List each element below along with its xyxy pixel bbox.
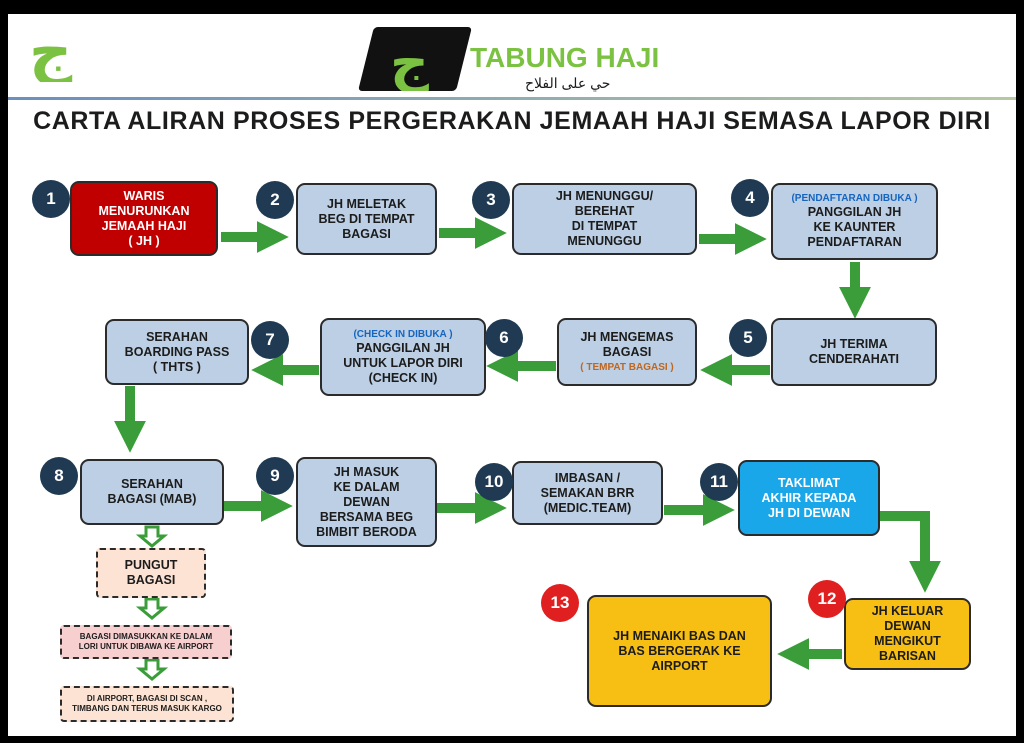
step-10-line-3: (MEDIC.TEAM) [543, 500, 632, 515]
step-9-line-3: DEWAN [343, 494, 390, 509]
baggage-step-lori: BAGASI DIMASUKKAN KE DALAM LORI UNTUK DI… [60, 625, 232, 659]
step-9-badge: 9 [258, 459, 292, 493]
step-2-line-2: BEG DI TEMPAT [318, 211, 415, 226]
baggage-step-pungut-line-1: PUNGUT [124, 558, 178, 572]
step-2-line-3: BAGASI [342, 226, 391, 241]
step-5-badge: 5 [731, 321, 765, 355]
step-2-line-1: JH MELETAK [327, 196, 406, 211]
step-10-box: IMBASAN / SEMAKAN BRR (MEDIC.TEAM) [512, 461, 663, 525]
step-1-box: WARIS MENURUNKAN JEMAAH HAJI ( JH ) [70, 181, 218, 256]
step-12-line-4: BARISAN [879, 649, 936, 663]
step-2-box: JH MELETAK BEG DI TEMPAT BAGASI [296, 183, 437, 255]
step-11-line-2: AKHIR KEPADA [761, 490, 857, 505]
header-divider [8, 97, 1016, 100]
logo-glyph: ج [29, 20, 73, 82]
step-11-line-1: TAKLIMAT [777, 475, 841, 490]
step-12-badge: 12 [810, 582, 844, 616]
baggage-step-lori-line-2: LORI UNTUK DIBAWA KE AIRPORT [78, 642, 214, 651]
step-7b-line-3: ( THTS ) [153, 359, 201, 374]
page-title: CARTA ALIRAN PROSES PERGERAKAN JEMAAH HA… [33, 107, 991, 135]
step-1-line-1: WARIS [123, 188, 165, 203]
tabung-haji-logo-glyph-icon: ج [390, 31, 429, 91]
baggage-step-airport-line-1: DI AIRPORT, BAGASI DI SCAN , [86, 694, 208, 703]
step-9-line-5: BIMBIT BERODA [316, 524, 417, 539]
step-9-box: JH MASUK KE DALAM DEWAN BERSAMA BEG BIMB… [296, 457, 437, 547]
step-7-line-3: (CHECK IN) [368, 370, 438, 385]
step-7-badge: 7 [253, 323, 287, 357]
step-3-badge: 3 [474, 183, 508, 217]
step-7b-line-1: SERAHAN [146, 329, 208, 344]
step-8-line-2: BAGASI (MAB) [107, 492, 197, 506]
step-3-line-3: DI TEMPAT [571, 219, 638, 233]
step-13-line-1: JH MENAIKI BAS DAN [613, 628, 746, 643]
step-10-line-2: SEMAKAN BRR [540, 485, 635, 500]
step-1-line-3: JEMAAH HAJI [101, 218, 187, 233]
tabung-haji-small-logo-icon: ج [29, 20, 73, 82]
step-4-note: (PENDAFTARAN DIBUKA ) [791, 193, 918, 204]
step-4-line-2: KE KAUNTER [813, 220, 896, 234]
step-5-line-2: CENDERAHATI [808, 352, 900, 366]
baggage-step-lori-line-1: BAGASI DIMASUKKAN KE DALAM [79, 632, 213, 641]
step-8-line-1: SERAHAN [121, 477, 183, 491]
baggage-step-airport: DI AIRPORT, BAGASI DI SCAN , TIMBANG DAN… [60, 686, 234, 722]
step-4-badge: 4 [733, 181, 767, 215]
step-4-line-1: PANGGILAN JH [807, 205, 902, 219]
step-11-line-3: JH DI DEWAN [768, 505, 850, 520]
step-9-line-1: JH MASUK [333, 464, 400, 479]
step-7-box: (CHECK IN DIBUKA ) PANGGILAN JH UNTUK LA… [320, 318, 486, 396]
step-3-line-2: BEREHAT [574, 204, 635, 218]
step-9-line-4: BERSAMA BEG [319, 509, 414, 524]
logo-glyph-main: ج [390, 31, 429, 91]
step-11-badge: 11 [702, 465, 736, 499]
step-9-line-2: KE DALAM [333, 479, 400, 494]
brand-arabic-tagline: حي على الفلاح [525, 75, 611, 91]
step-12-box: JH KELUAR DEWAN MENGIKUT BARISAN [844, 598, 971, 670]
step-7-line-1: PANGGILAN JH [356, 340, 450, 355]
step-4-line-3: PENDAFTARAN [807, 235, 902, 249]
step-6-box: JH MENGEMAS BAGASI ( TEMPAT BAGASI ) [557, 318, 697, 386]
step-7b-line-2: BOARDING PASS [124, 344, 230, 359]
step-10-badge: 10 [477, 465, 511, 499]
step-12-line-1: JH KELUAR [871, 604, 944, 618]
step-13-badge: 13 [543, 586, 577, 620]
step-13-line-2: BAS BERGERAK KE [618, 643, 741, 658]
step-11-box: TAKLIMAT AKHIR KEPADA JH DI DEWAN [738, 460, 880, 536]
step-3-line-4: MENUNGGU [567, 234, 642, 248]
brand-name: TABUNG HAJI [470, 42, 660, 73]
step-3-line-1: JH MENUNGGU/ [555, 189, 654, 203]
step-13-line-3: AIRPORT [651, 658, 708, 673]
baggage-step-pungut: PUNGUT BAGASI [96, 548, 206, 598]
step-1-line-2: MENURUNKAN [98, 203, 190, 218]
step-6-line-2: BAGASI [602, 344, 652, 359]
step-13-box: JH MENAIKI BAS DAN BAS BERGERAK KE AIRPO… [587, 595, 772, 707]
step-6-sub: ( TEMPAT BAGASI ) [580, 361, 674, 373]
step-12-line-3: MENGIKUT [874, 634, 941, 648]
step-12-line-2: DEWAN [884, 619, 931, 633]
step-3-box: JH MENUNGGU/ BEREHAT DI TEMPAT MENUNGGU [512, 183, 697, 255]
step-8-badge: 8 [42, 459, 76, 493]
step-2-badge: 2 [258, 183, 292, 217]
baggage-step-pungut-line-2: BAGASI [126, 573, 176, 587]
step-6-badge: 6 [487, 321, 521, 355]
step-7b-box: SERAHAN BOARDING PASS ( THTS ) [105, 319, 249, 385]
step-6-line-1: JH MENGEMAS [580, 329, 674, 344]
step-4-box: (PENDAFTARAN DIBUKA ) PANGGILAN JH KE KA… [771, 183, 938, 260]
baggage-step-airport-line-2: TIMBANG DAN TERUS MASUK KARGO [72, 704, 222, 713]
step-10-line-1: IMBASAN / [554, 470, 621, 485]
step-1-badge: 1 [34, 182, 68, 216]
step-5-box: JH TERIMA CENDERAHATI [771, 318, 937, 386]
step-8-box: SERAHAN BAGASI (MAB) [80, 459, 224, 525]
step-1-line-4: ( JH ) [128, 233, 160, 248]
step-7-note: (CHECK IN DIBUKA ) [353, 328, 453, 340]
step-7-line-2: UNTUK LAPOR DIRI [343, 355, 463, 370]
step-5-line-1: JH TERIMA [820, 337, 888, 351]
